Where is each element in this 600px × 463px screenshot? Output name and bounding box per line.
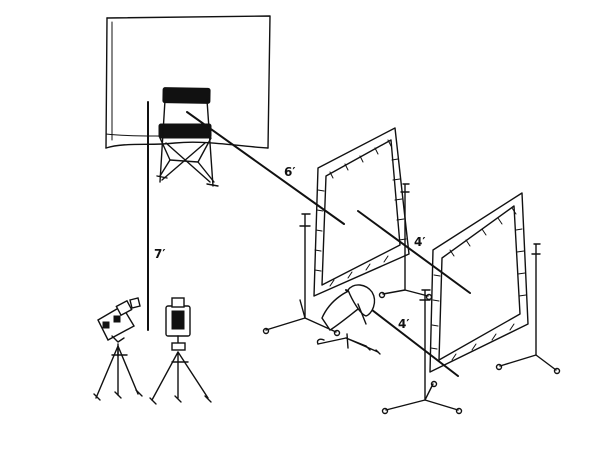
monitor bbox=[149, 297, 212, 405]
front-diffusion-frame bbox=[262, 127, 433, 337]
distance-label-light-frame: 4′ bbox=[398, 317, 410, 331]
distance-label-camera-subject: 7′ bbox=[154, 247, 166, 261]
frame-to-frame-line bbox=[357, 210, 471, 294]
distance-label-frame-frame: 4′ bbox=[414, 235, 426, 249]
light bbox=[316, 284, 381, 355]
video-camera bbox=[93, 297, 143, 401]
backdrop bbox=[105, 15, 271, 149]
measurement-lines bbox=[147, 101, 471, 377]
subject-frame-line bbox=[186, 111, 345, 225]
distance-label-subject-frame: 6′ bbox=[284, 165, 296, 179]
rear-diffusion-frame bbox=[381, 192, 561, 415]
director-chair bbox=[156, 87, 219, 187]
